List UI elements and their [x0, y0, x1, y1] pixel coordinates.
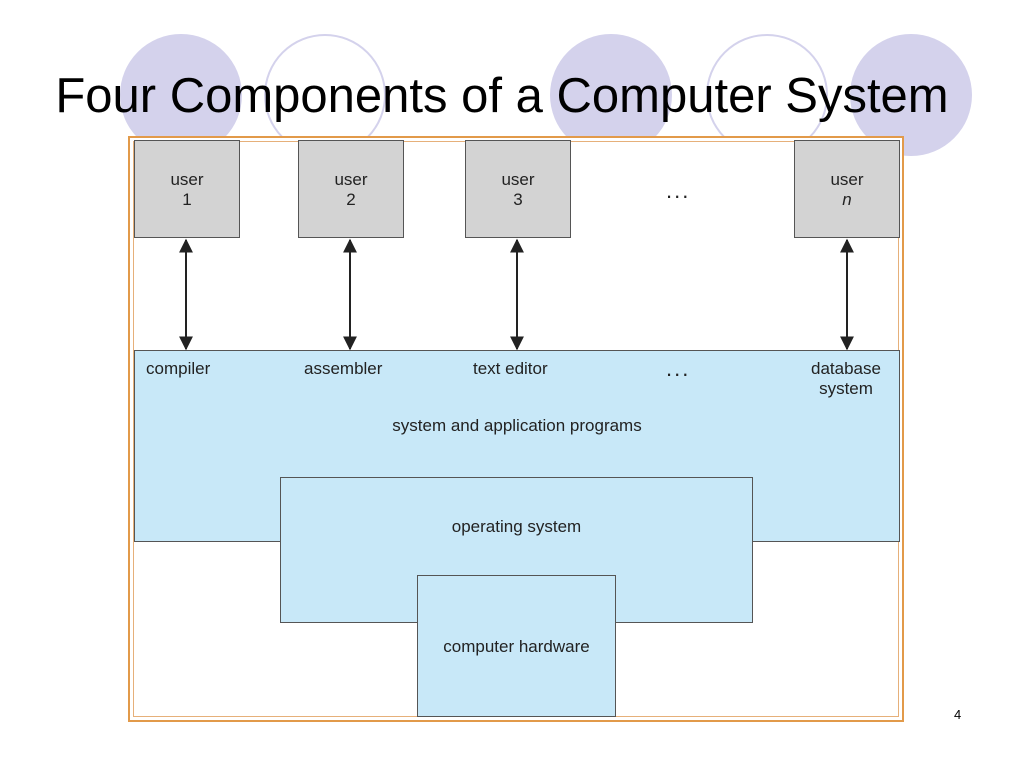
decor-circle-4 — [706, 34, 828, 156]
user-box-2: user 2 — [298, 140, 404, 238]
decor-circle-1 — [120, 34, 242, 156]
user-box-n: user n — [794, 140, 900, 238]
program-database-system: database system — [811, 359, 881, 398]
computer-hardware-label: computer hardware — [443, 637, 590, 656]
program-compiler: compiler — [146, 359, 211, 378]
user-label: user — [830, 170, 864, 189]
program-assembler: assembler — [304, 359, 383, 378]
user-number: n — [842, 190, 852, 209]
programs-ellipsis: ... — [666, 356, 691, 381]
decor-circle-3 — [550, 34, 672, 156]
user-box-3: user 3 — [465, 140, 571, 238]
user-box-1: user 1 — [134, 140, 240, 238]
users-ellipsis: ... — [666, 178, 691, 203]
decor-circle-2 — [264, 34, 386, 156]
user-number: 3 — [513, 190, 523, 209]
user-number: 1 — [182, 190, 192, 209]
system-programs-label: system and application programs — [392, 416, 642, 435]
slide-title: Four Components of a Computer System — [55, 69, 949, 123]
user-label: user — [501, 170, 535, 189]
page-number: 4 — [954, 707, 962, 722]
decor-circle-5 — [850, 34, 972, 156]
user-number: 2 — [346, 190, 356, 209]
program-text-editor: text editor — [473, 359, 548, 378]
computer-hardware-layer — [417, 575, 616, 717]
operating-system-label: operating system — [451, 517, 582, 536]
user-label: user — [170, 170, 204, 189]
user-label: user — [334, 170, 368, 189]
